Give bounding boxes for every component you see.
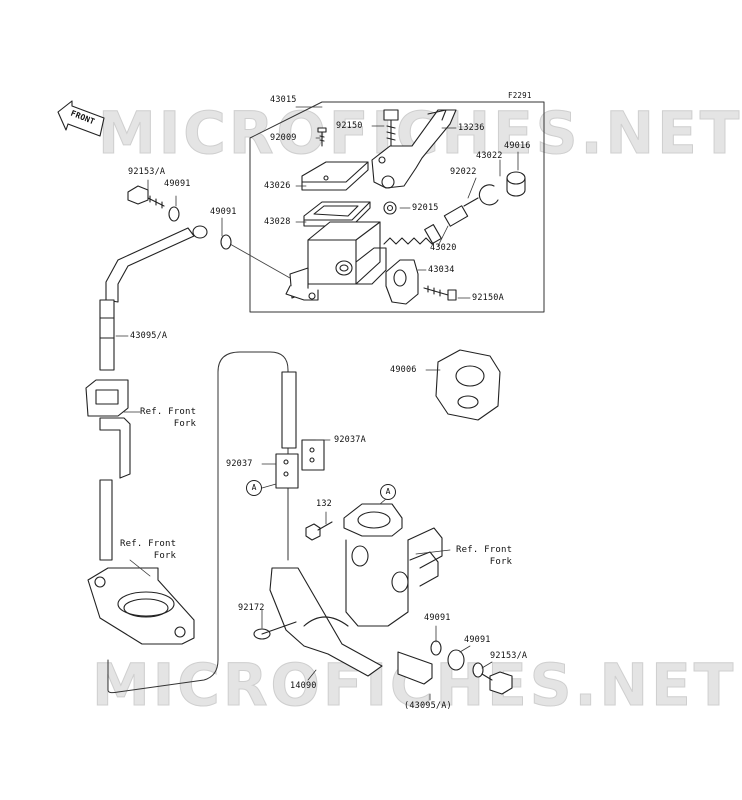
washer-top-1	[168, 206, 180, 222]
bolt-92150	[383, 109, 399, 151]
hose-loop	[107, 351, 289, 694]
part-14090: 14090	[290, 681, 317, 691]
ref-front-fork-right: Ref. Front Fork	[456, 545, 513, 567]
ref-front-fork-upper: Ref. Front Fork	[140, 407, 197, 429]
part-92015: 92015	[412, 203, 439, 213]
lower-banjo	[397, 640, 513, 695]
part-132: 132	[316, 499, 332, 509]
part-92009: 92009	[270, 133, 297, 143]
part-43095A-paren: (43095/A)	[404, 701, 452, 711]
part-92037: 92037	[226, 459, 253, 469]
marker-a-left: A	[246, 480, 262, 496]
part-43095A: 43095/A	[130, 331, 168, 341]
upper-hose-clamp	[85, 379, 131, 479]
part-43034: 43034	[428, 265, 455, 275]
diaphragm	[303, 201, 371, 227]
brake-lever	[371, 109, 457, 189]
ref-front-fork-lower: Ref. Front Fork	[120, 539, 177, 561]
screw-92172	[253, 621, 297, 640]
part-43020: 43020	[430, 243, 457, 253]
leader-lines	[115, 106, 519, 701]
bolt-92150A	[423, 285, 457, 301]
part-92172: 92172	[238, 603, 265, 613]
part-92150: 92150	[336, 121, 363, 131]
part-49091-bottom-1: 49091	[424, 613, 451, 623]
clamp-92037	[275, 453, 299, 489]
part-49091-top-2: 49091	[210, 207, 237, 217]
clamp-43034	[385, 259, 419, 305]
washer-top-2	[220, 234, 232, 250]
part-43028: 43028	[264, 217, 291, 227]
reservoir-cap	[301, 161, 369, 191]
part-49091-bottom-2: 49091	[464, 635, 491, 645]
marker-a-right: A	[380, 484, 396, 500]
fork-clamp-lower	[87, 567, 195, 645]
caliper-body	[343, 503, 443, 627]
part-49091-top-1: 49091	[164, 179, 191, 189]
front-arrow-icon	[57, 100, 105, 137]
banjo-bolt-top	[127, 185, 165, 209]
part-92153A-top: 92153/A	[128, 167, 166, 177]
part-43022: 43022	[476, 151, 503, 161]
part-92150A: 92150A	[472, 293, 504, 303]
part-92022: 92022	[450, 167, 477, 177]
assembly-box	[249, 101, 545, 313]
part-49016: 49016	[504, 141, 531, 151]
lower-hose-left	[99, 479, 113, 561]
part-92037A: 92037A	[334, 435, 366, 445]
screw-92009	[317, 127, 327, 147]
part-43026: 43026	[264, 181, 291, 191]
circlip	[478, 184, 499, 206]
upper-hose	[99, 225, 208, 371]
master-cylinder-body	[285, 221, 387, 301]
hose-segment	[281, 371, 297, 449]
seal-92015	[383, 201, 397, 215]
clamp-92037A	[301, 439, 325, 471]
figure-code: F2291	[508, 91, 532, 100]
piston-spring	[383, 197, 479, 245]
part-49006: 49006	[390, 365, 417, 375]
part-43015: 43015	[270, 95, 297, 105]
part-13236: 13236	[458, 123, 485, 133]
part-92153A-bottom: 92153/A	[490, 651, 528, 661]
boot-49016	[506, 171, 526, 197]
hose-guard	[269, 567, 383, 677]
bolt-132	[305, 521, 333, 541]
caliper-49006	[435, 349, 501, 421]
